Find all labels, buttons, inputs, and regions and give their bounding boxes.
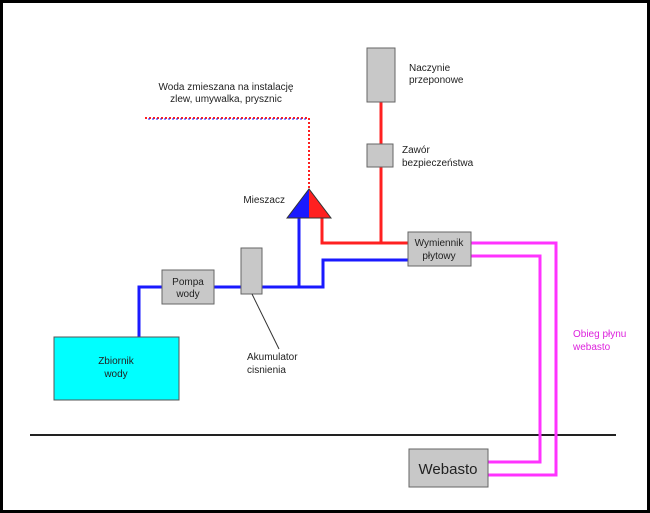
water-tank — [53, 336, 180, 401]
label-expansion-vessel-1: Naczynie — [409, 63, 451, 74]
label-accumulator-2: cisnienia — [247, 365, 286, 376]
label-safety-valve-1: Zawór — [402, 145, 430, 156]
mixer-valve-triangle-icon — [285, 188, 333, 219]
label-safety-valve-2: bezpieczeństwa — [402, 158, 474, 169]
label-tank-2: wody — [103, 369, 127, 380]
webasto-heater — [408, 448, 489, 488]
label-expansion-vessel-2: przeponowe — [409, 75, 464, 86]
coolant-pipe-outer — [471, 241, 558, 477]
cold-pipe-to-exchanger — [262, 258, 408, 289]
accumulator-leader-line — [251, 293, 280, 350]
label-pump-2: wody — [175, 289, 199, 300]
label-webasto: Webasto — [419, 461, 478, 478]
hot-pipe-to-mixer — [320, 214, 408, 245]
label-mixed-water-1: Woda zmieszana na instalację — [159, 82, 294, 93]
pressure-accumulator — [240, 247, 263, 295]
safety-valve — [366, 143, 394, 168]
water-pump — [161, 269, 215, 305]
expansion-vessel — [366, 47, 396, 103]
label-coolant-loop-2: webasto — [572, 342, 611, 353]
label-pump-1: Pompa — [172, 277, 204, 288]
label-accumulator-1: Akumulator — [247, 352, 298, 363]
label-tank-1: Zbiornik — [98, 356, 135, 367]
label-heat-exchanger-2: płytowy — [422, 251, 455, 262]
label-heat-exchanger-1: Wymiennik — [415, 238, 465, 249]
heat-exchanger — [407, 231, 472, 267]
mixed-water-outlet-pipe — [145, 117, 310, 192]
coolant-pipe-inner — [471, 254, 542, 464]
label-mixed-water-2: zlew, umywalka, prysznic — [170, 94, 282, 105]
label-mixer: Mieszacz — [243, 195, 285, 206]
label-coolant-loop-1: Obieg płynu — [573, 329, 626, 340]
